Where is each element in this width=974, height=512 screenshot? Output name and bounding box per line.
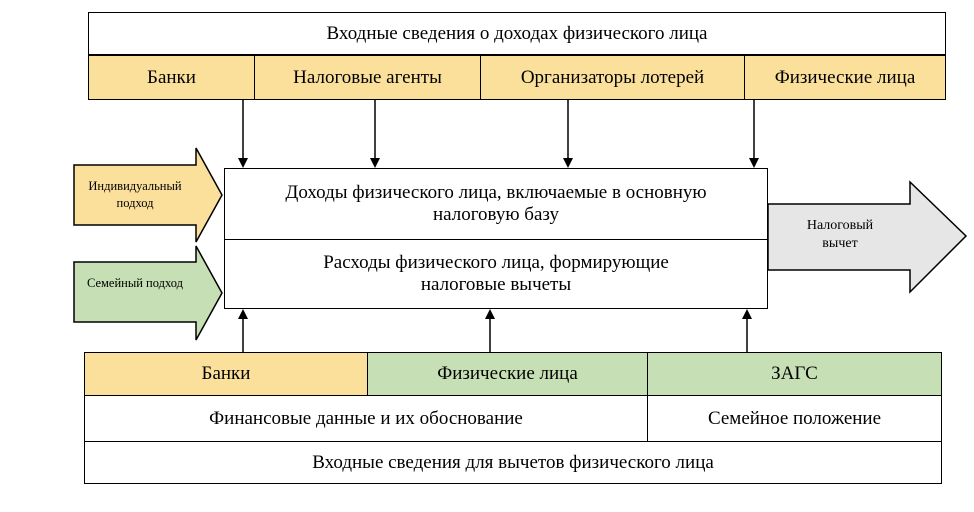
bottom-source-banks: Банки xyxy=(84,352,368,396)
family-approach-label: Семейный подход xyxy=(86,276,184,290)
top-source-tax-agents: Налоговые агенты xyxy=(254,55,481,100)
bottom-source-individuals: Физические лица xyxy=(367,352,648,396)
top-header: Входные сведения о доходах физического л… xyxy=(88,12,946,55)
bottom-family-status: Семейное положение xyxy=(647,395,942,442)
top-source-individuals: Физические лица xyxy=(744,55,946,100)
family-approach-arrow xyxy=(73,245,223,341)
bottom-financial-data: Финансовые данные и их обоснование xyxy=(84,395,648,442)
tax-deduction-label: Налоговый вычет xyxy=(806,218,874,251)
bottom-footer: Входные сведения для вычетов физического… xyxy=(84,441,942,484)
center-expenses: Расходы физического лица, формирующие на… xyxy=(224,239,768,309)
top-source-lottery-organizers: Организаторы лотерей xyxy=(480,55,745,100)
center-income: Доходы физического лица, включаемые в ос… xyxy=(224,168,768,240)
bottom-source-zags: ЗАГС xyxy=(647,352,942,396)
individual-approach-arrow xyxy=(73,147,223,243)
tax-deduction-arrow xyxy=(767,180,968,294)
top-source-banks: Банки xyxy=(88,55,255,100)
individual-approach-label: Индивидуальный подход xyxy=(88,179,182,210)
